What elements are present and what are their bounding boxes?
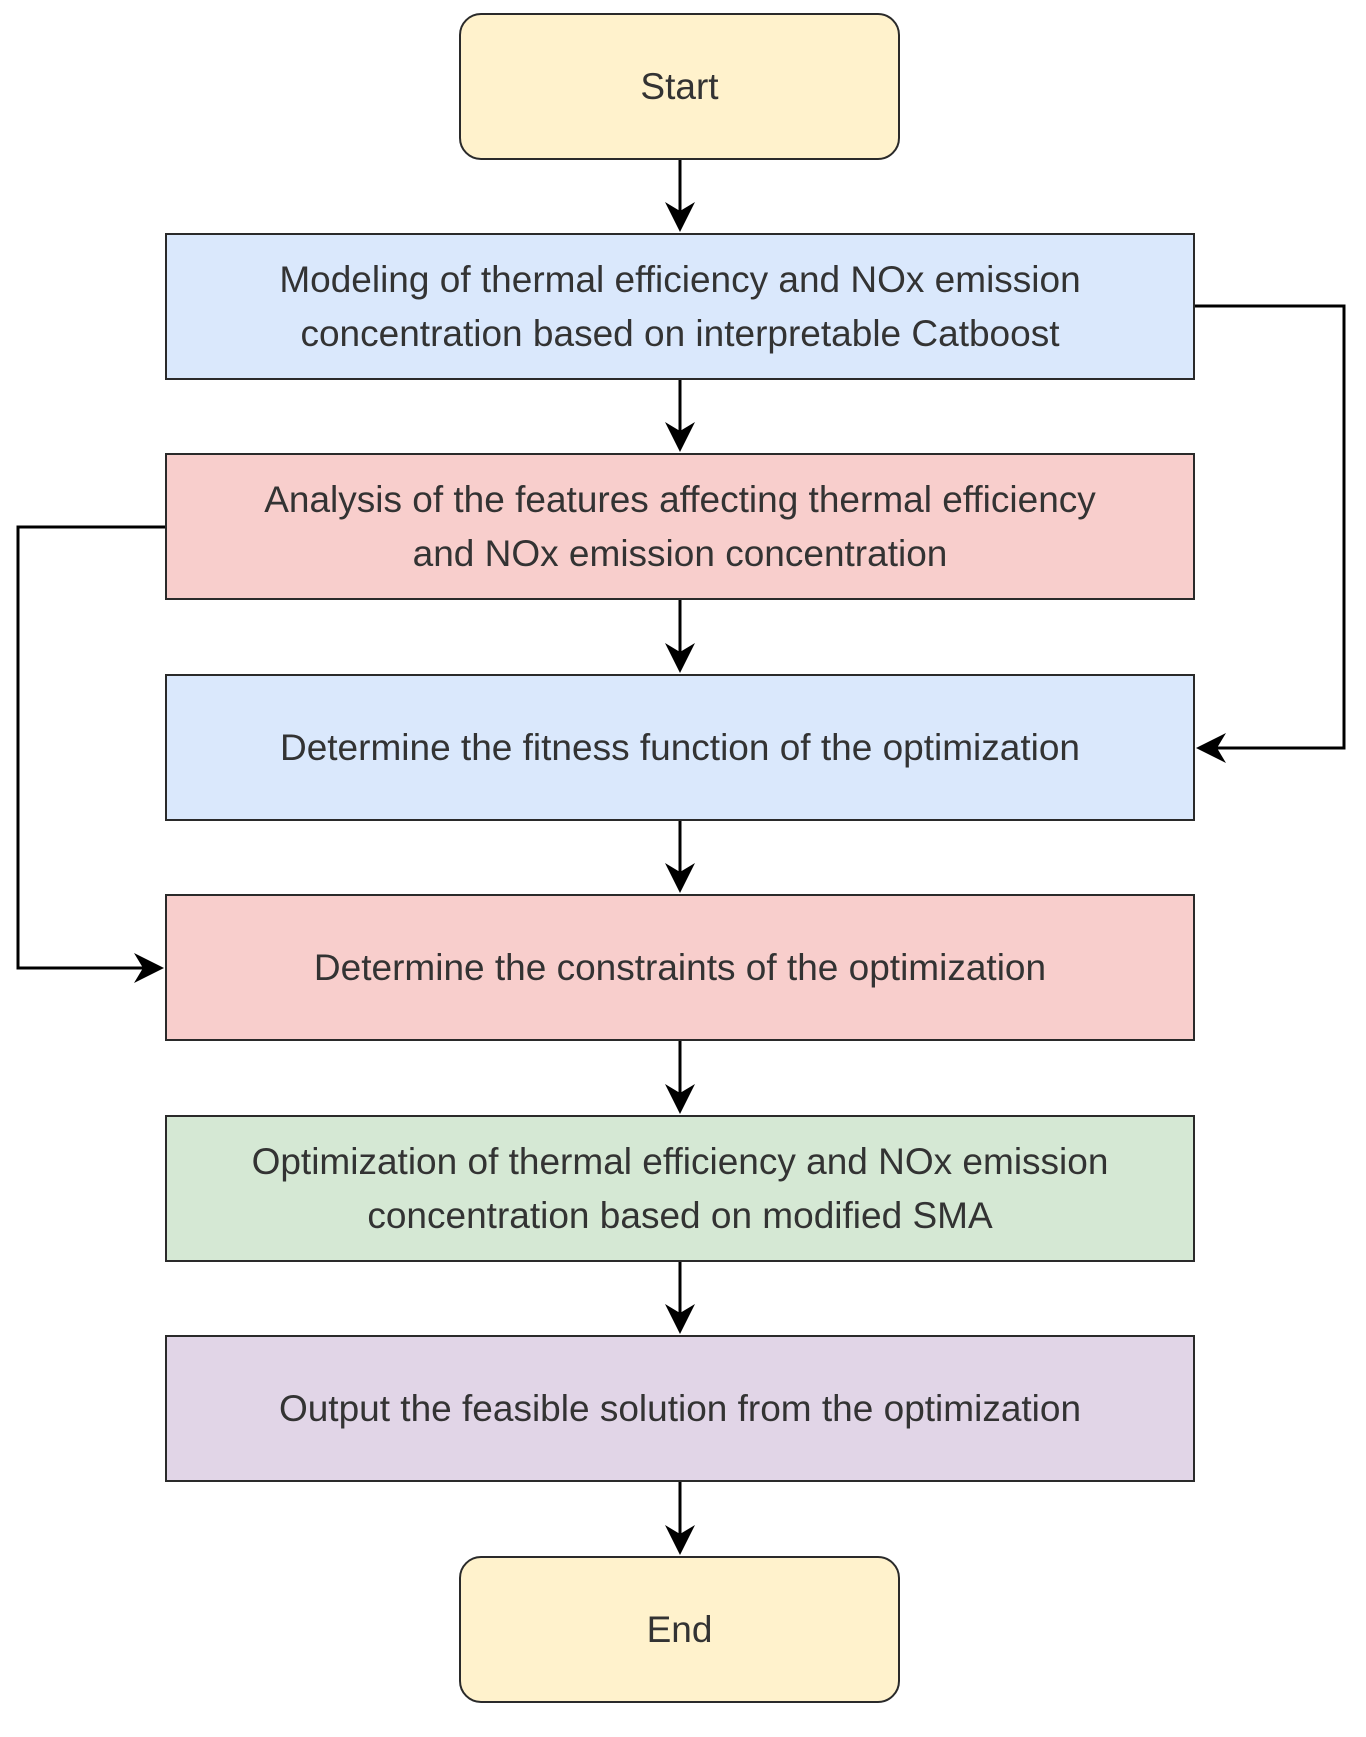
output-solution-label: Output the feasible solution from the op… (278, 1387, 1082, 1429)
optimization-label: Optimization of thermal efficiency and N… (251, 1140, 1109, 1236)
arrow-analysis-to-constraints-left (16, 525, 165, 983)
start-label: Start (640, 65, 719, 107)
end-node: End (459, 1556, 900, 1703)
fitness-function-label: Determine the fitness function of the op… (279, 726, 1081, 768)
optimization-node: Optimization of thermal efficiency and N… (165, 1115, 1195, 1262)
feature-analysis-label: Analysis of the features affecting therm… (264, 478, 1096, 574)
fitness-function-node: Determine the fitness function of the op… (165, 674, 1195, 821)
constraints-node: Determine the constraints of the optimiz… (165, 894, 1195, 1041)
modeling-node: Modeling of thermal efficiency and NOx e… (165, 233, 1195, 380)
feature-analysis-node: Analysis of the features affecting therm… (165, 453, 1195, 600)
output-solution-node: Output the feasible solution from the op… (165, 1335, 1195, 1482)
constraints-label: Determine the constraints of the optimiz… (313, 946, 1047, 988)
modeling-label: Modeling of thermal efficiency and NOx e… (279, 258, 1081, 354)
end-label: End (646, 1608, 713, 1650)
arrow-model-to-fitness-right (1195, 304, 1346, 763)
start-node: Start (459, 13, 900, 160)
